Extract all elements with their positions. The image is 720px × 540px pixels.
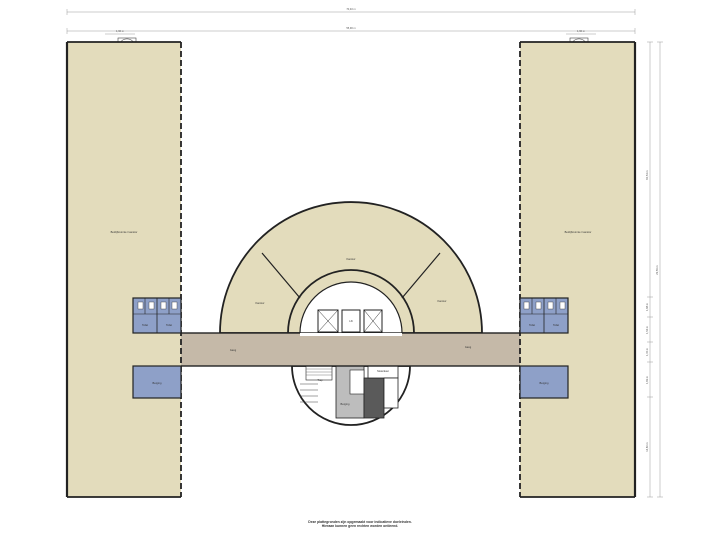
lift-shafts: [317, 309, 383, 333]
dimension-lines: [66, 9, 663, 498]
dim-vertical-4: 1,15 m: [645, 348, 649, 356]
right-wing: [519, 41, 637, 498]
arc-top-label: Kantoor: [346, 257, 355, 261]
dim-vertical-5: 1,63 m: [645, 376, 649, 384]
storage-right-label: Berging: [540, 381, 549, 385]
left-wing-label: Bedrijfsruimte / kantoor: [111, 230, 138, 234]
lower-core: [291, 365, 411, 426]
dim-vertical-6: 14,60 m: [645, 442, 649, 451]
dim-overall: 70,40 m: [346, 7, 355, 11]
dim-right-stub: 1,60 m: [577, 29, 585, 33]
core-a-label: Berging: [341, 402, 350, 406]
dim-left-stub: 1,60 m: [116, 29, 124, 33]
right-wing-label: Bedrijfsruimte / kantoor: [565, 230, 592, 234]
corridor-left-label: Gang: [230, 348, 237, 352]
lift-label: Lift: [349, 319, 353, 323]
disclaimer-line-1: Deze plattegronden zijn opgemaakt voor i…: [308, 520, 412, 524]
service-right-2-label: Toilet: [553, 323, 559, 327]
corridor: [133, 332, 569, 367]
disclaimer: Deze plattegronden zijn opgemaakt voor i…: [0, 520, 720, 528]
arc-left-label: Kantoor: [255, 301, 264, 305]
service-left-2-label: Toilet: [166, 323, 172, 327]
storage-left-label: Berging: [153, 381, 162, 385]
dim-vertical-2: 1,68 m: [645, 303, 649, 311]
service-left-label: Toilet: [142, 323, 148, 327]
left-wing: [65, 41, 182, 498]
dim-vertical-1: 29,59 m: [655, 265, 659, 274]
core-b-label: Meterkast: [377, 369, 389, 373]
dim-vertical-3: 1,54 m: [645, 326, 649, 334]
service-right-label: Toilet: [529, 323, 535, 327]
stair-room-label: Trap: [317, 378, 323, 382]
left-service-block: [132, 297, 182, 399]
right-service-block: [519, 297, 569, 399]
dim-vertical-0: 60,54 m: [645, 170, 649, 179]
arc-right-label: Kantoor: [437, 299, 446, 303]
dim-inner: 55,90 m: [346, 26, 355, 30]
arc-building: [219, 201, 483, 334]
corridor-right-label: Gang: [465, 345, 472, 349]
disclaimer-line-2: Hieraan kunnen geen rechten worden ontle…: [321, 524, 399, 528]
